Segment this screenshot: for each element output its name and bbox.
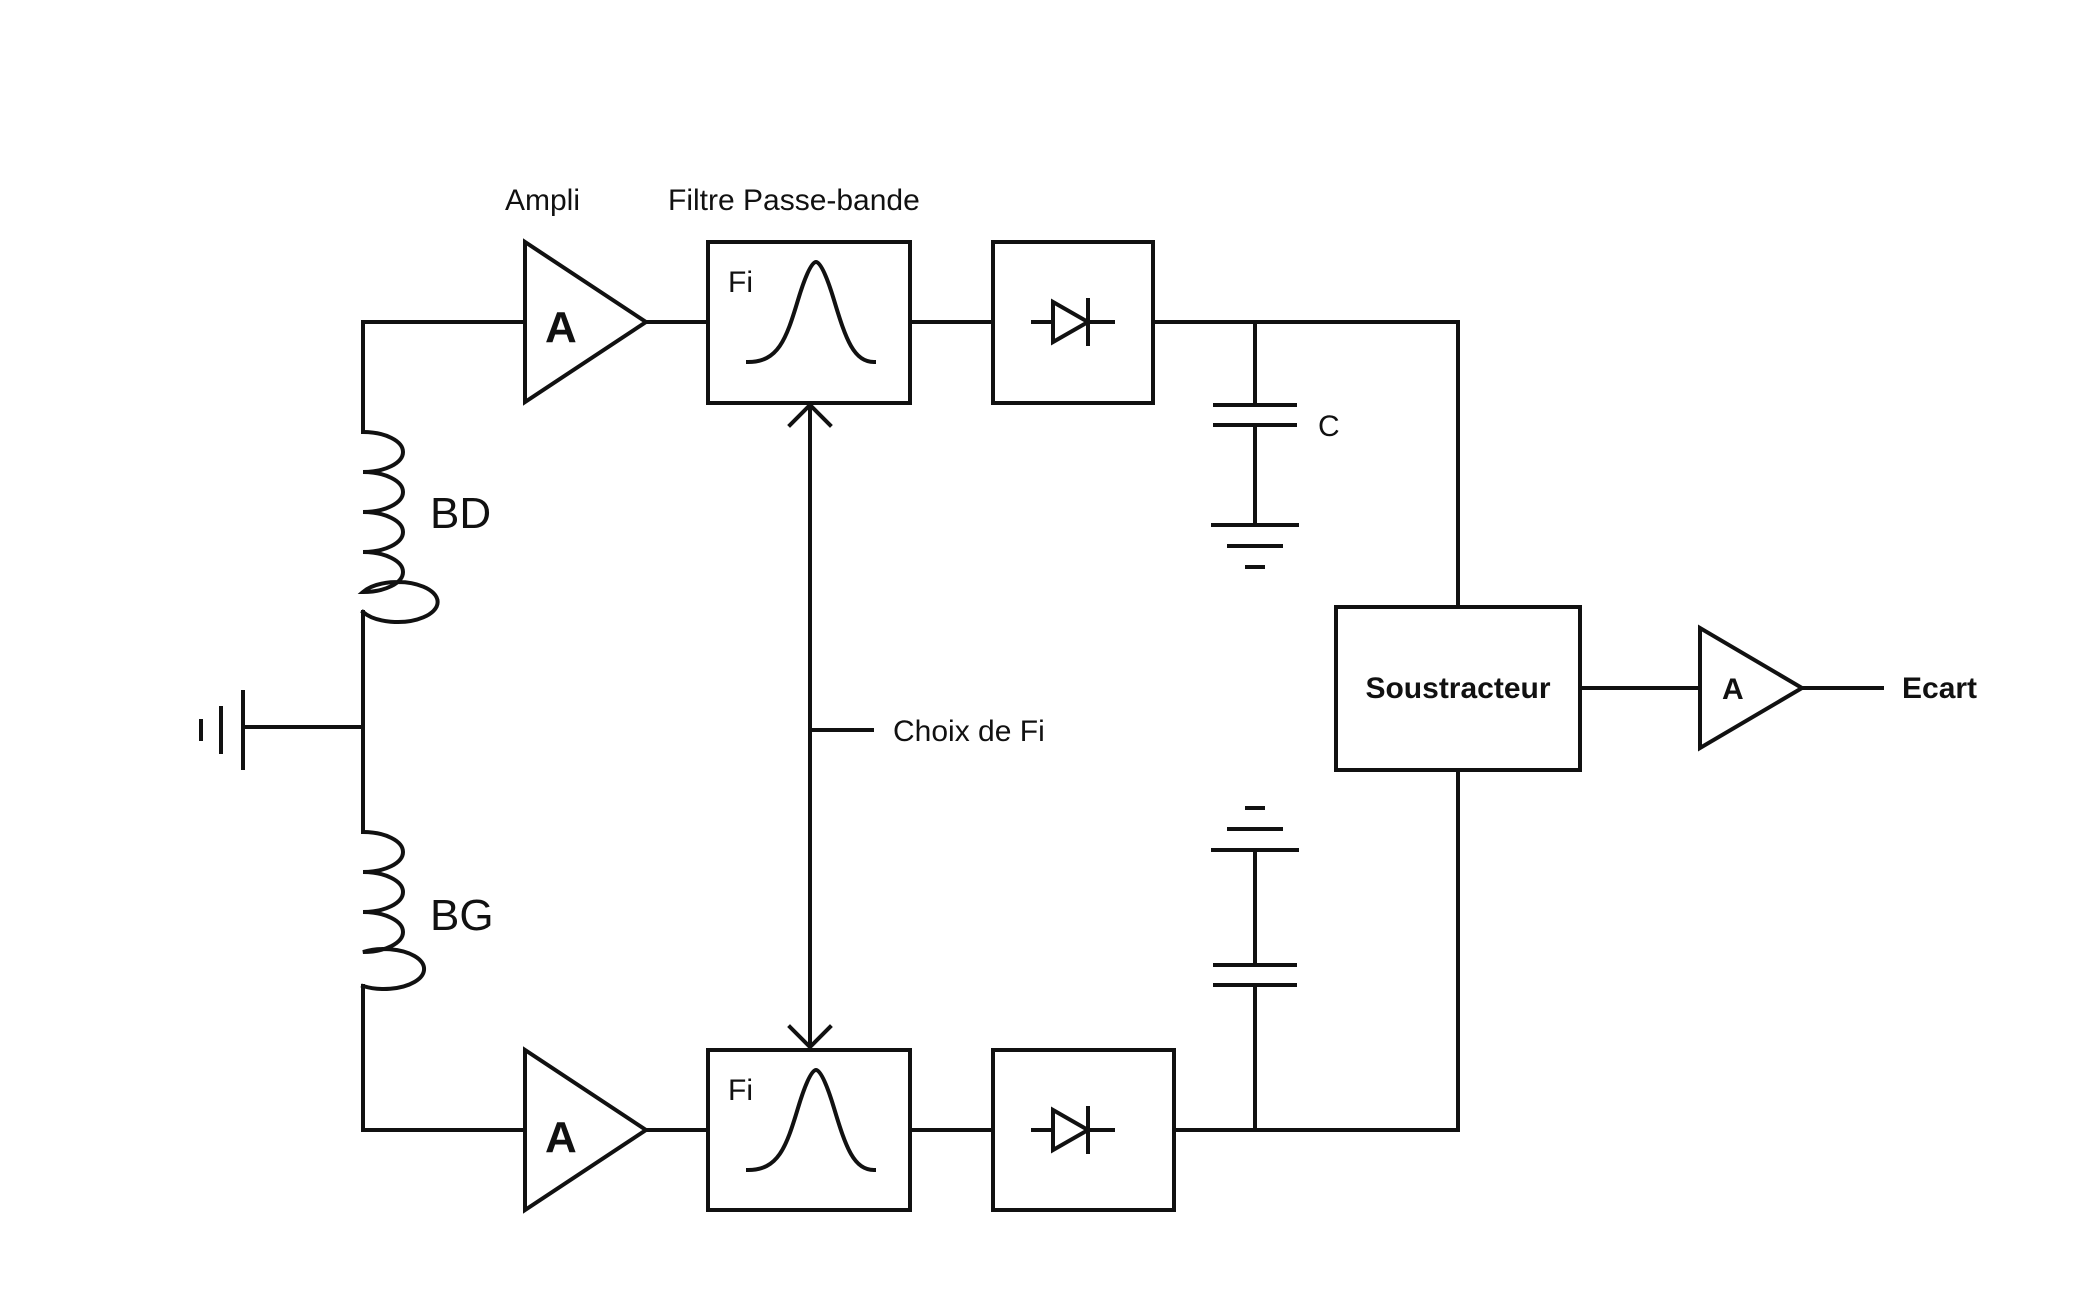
bandpass-filter-top: Fi [706,240,912,405]
amplifier-top-symbol: A [545,303,577,352]
ecart-label: Ecart [1902,672,1977,705]
ground-symbol-left [199,690,245,770]
amplifier-output: A [1698,624,1806,752]
left-wiring [241,320,527,1132]
coil-bd-label: BD [430,489,491,538]
subtractor-label: Soustracteur [1365,672,1550,705]
filter-bottom-fi-label: Fi [728,1074,753,1107]
ground-symbol-top [1211,523,1299,569]
amplifier-bottom: A [523,1046,650,1214]
fi-choice-arrow [787,402,874,1050]
coil-bg [360,829,426,991]
capacitor-label: C [1318,410,1340,443]
diode-block-top [991,240,1155,405]
amplifier-top: A [523,238,650,406]
amplifier-output-symbol: A [1722,673,1744,706]
filter-top-fi-label: Fi [728,266,753,299]
ground-symbol-bottom [1211,806,1299,852]
coil-bd [357,429,440,624]
ampli-label: Ampli [505,184,580,217]
amplifier-bottom-symbol: A [545,1113,577,1162]
filter-label: Filtre Passe-bande [668,184,920,217]
coil-bg-label: BG [430,891,494,940]
fi-choice-label: Choix de Fi [893,715,1045,748]
subtractor-block: Soustracteur [1334,605,1582,772]
bandpass-filter-bottom: Fi [706,1048,912,1212]
diode-block-bottom [991,1048,1176,1212]
capacitor-top [1213,320,1297,527]
capacitor-bottom [1213,848,1297,1132]
